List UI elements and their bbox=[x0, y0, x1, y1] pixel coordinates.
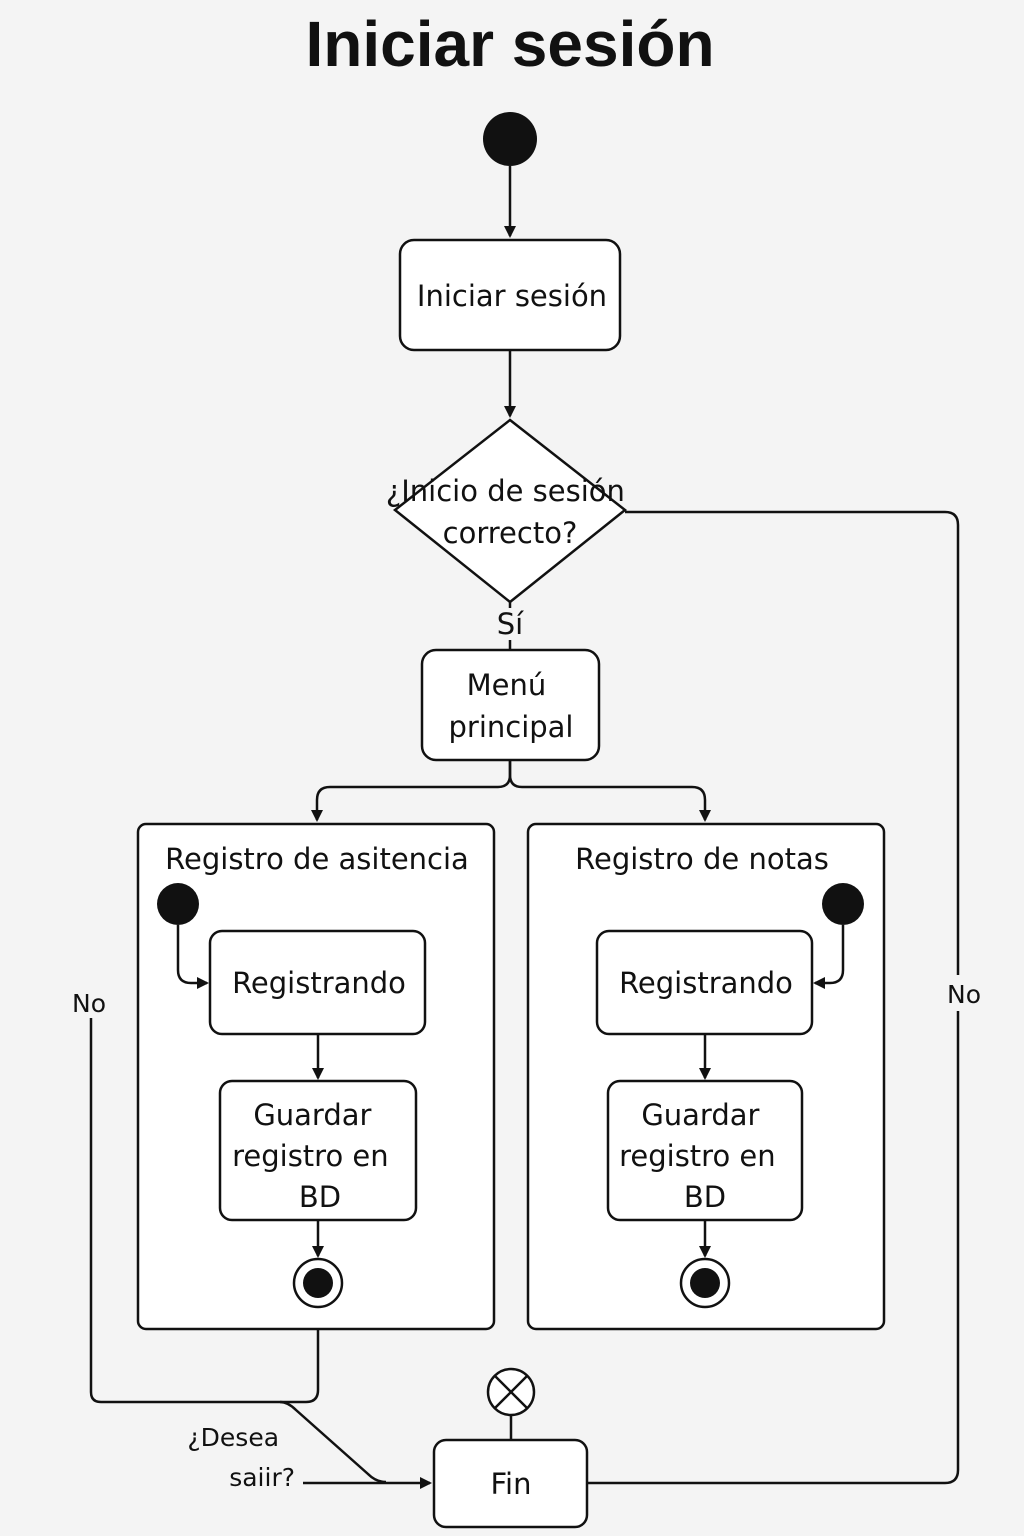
edge-menu-to-asistencia bbox=[311, 760, 512, 822]
edge-label-si: Sí bbox=[497, 607, 524, 641]
asistencia-registrando-label: Registrando bbox=[232, 966, 406, 1000]
region-notas-title: Registro de notas bbox=[575, 842, 829, 876]
action-menu-principal-label: Menú principal bbox=[448, 668, 573, 744]
edge-notas-start bbox=[813, 925, 845, 989]
notas-initial-node bbox=[822, 883, 864, 925]
asistencia-final-node-inner bbox=[303, 1268, 333, 1298]
edge-label-no-left: No bbox=[72, 989, 106, 1018]
edge-no-left-loop bbox=[89, 1018, 320, 1404]
action-iniciar-sesion-label: Iniciar sesión bbox=[417, 279, 607, 313]
flow-final-cross-b bbox=[494, 1375, 528, 1409]
diagram-title: Iniciar sesión bbox=[305, 8, 714, 80]
region-asistencia-title: Registro de asitencia bbox=[165, 842, 469, 876]
decision-label: ¿Inicio de sesión correcto? bbox=[386, 474, 634, 550]
initial-node bbox=[483, 112, 537, 166]
notas-guardar-label: Guardar registro en BD bbox=[619, 1098, 785, 1214]
si-label-bg bbox=[492, 608, 528, 640]
asistencia-initial-node bbox=[157, 883, 199, 925]
decision-node bbox=[392, 418, 628, 604]
edge-label-no-right: No bbox=[947, 980, 981, 1009]
notas-final-node-inner bbox=[690, 1268, 720, 1298]
no-right-label-bg bbox=[942, 975, 986, 1011]
action-fin-label: Fin bbox=[490, 1467, 531, 1501]
edge-menu-to-notas bbox=[508, 760, 711, 822]
edge-diagonal-to-fin bbox=[279, 1400, 387, 1484]
asistencia-guardar-label: Guardar registro en BD bbox=[232, 1098, 398, 1214]
notas-registrando-label: Registrando bbox=[619, 966, 793, 1000]
edge-asistencia-start bbox=[176, 925, 209, 989]
edge-label-desea-salir: ¿Desea saiir? bbox=[187, 1423, 295, 1492]
